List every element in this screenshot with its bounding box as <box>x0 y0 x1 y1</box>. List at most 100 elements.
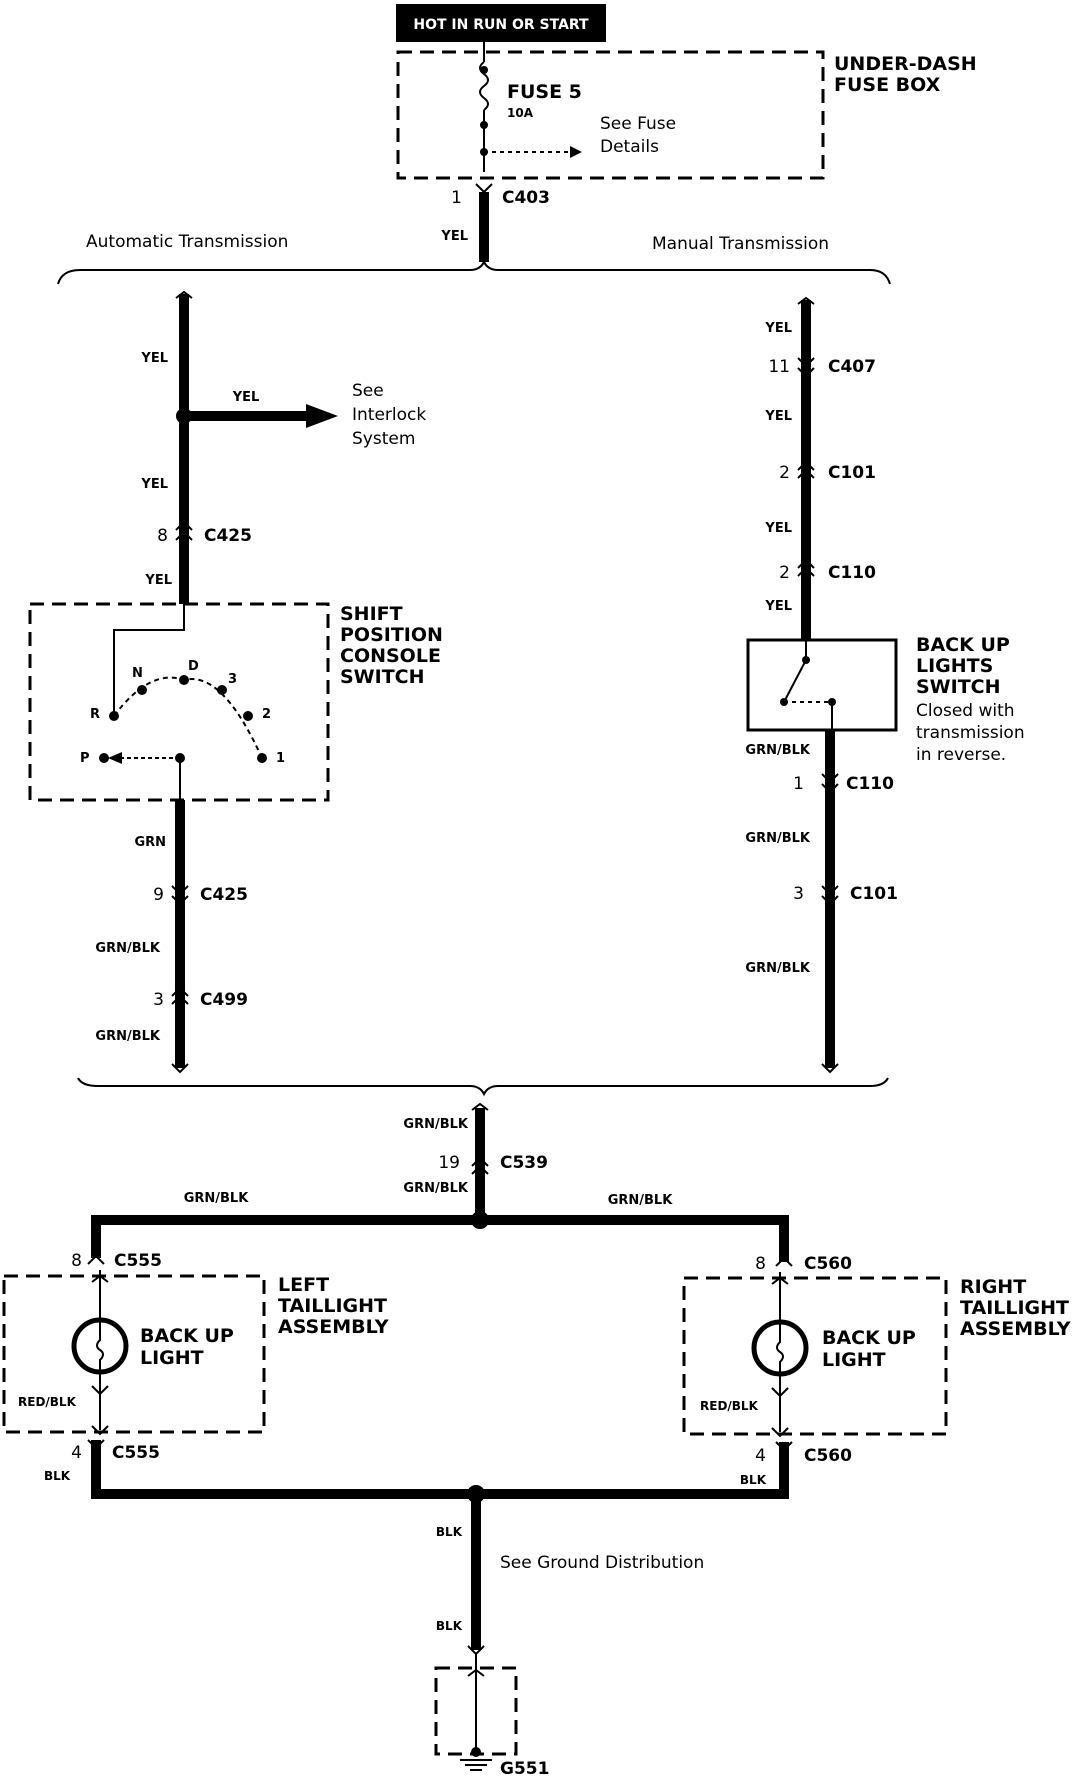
fuse-see-1: See Fuse <box>600 114 676 134</box>
connector-c403 <box>475 183 493 194</box>
right-lamp-label-1: BACK UP <box>822 1327 916 1349</box>
c407-name: C407 <box>828 357 876 377</box>
wire-manual-grnblk-label-3: GRN/BLK <box>745 961 811 976</box>
wire-auto-grnblk-label-1: GRN/BLK <box>95 941 161 956</box>
wire-interlock-label: YEL <box>232 390 260 405</box>
c425b-pin: 9 <box>153 885 164 905</box>
c555b-name: C555 <box>112 1443 160 1463</box>
power-header: HOT IN RUN OR START <box>413 17 589 33</box>
c499-name: C499 <box>200 990 248 1010</box>
right-taillight-title-2: TAILLIGHT <box>960 1297 1069 1319</box>
c555b-pin: 4 <box>71 1443 82 1463</box>
c110a-name: C110 <box>828 563 876 583</box>
left-taillight-title-2: TAILLIGHT <box>278 1295 387 1317</box>
ground-blk-label-1: BLK <box>436 1525 463 1539</box>
c560a-name: C560 <box>804 1254 852 1274</box>
pos-1: 1 <box>276 751 285 766</box>
top-branch-brace <box>57 259 891 285</box>
wire-auto-yel-label-2: YEL <box>140 477 168 492</box>
right-lamp-label-2: LIGHT <box>822 1349 886 1371</box>
fuse-see-2: Details <box>600 137 659 157</box>
backup-switch-note-1: Closed with <box>916 701 1015 721</box>
fuse-box-title-2: FUSE BOX <box>834 74 941 96</box>
ground-see-label: See Ground Distribution <box>500 1553 704 1573</box>
left-bulb-icon <box>71 1270 129 1436</box>
fuse-label: FUSE 5 <box>507 81 582 103</box>
shift-switch-title-1: SHIFT <box>340 603 403 625</box>
shift-switch-title-3: CONSOLE <box>340 645 441 667</box>
interlock-see-3: System <box>352 429 415 449</box>
power-header-box <box>396 4 606 42</box>
right-redblk-label: RED/BLK <box>700 1399 759 1413</box>
left-taillight-outline <box>2 1274 266 1434</box>
c499-pin: 3 <box>153 990 164 1010</box>
fuse-5-symbol <box>479 40 582 172</box>
c403-name: C403 <box>502 188 550 208</box>
left-blk-label: BLK <box>44 1469 71 1483</box>
c425a-name: C425 <box>204 526 252 546</box>
c425a-pin: 8 <box>157 526 168 546</box>
fuse-box-title-1: UNDER-DASH <box>834 53 977 75</box>
backup-switch-title-2: LIGHTS <box>916 655 993 677</box>
pos-d: D <box>188 659 199 674</box>
right-taillight-title-3: ASSEMBLY <box>960 1318 1071 1340</box>
wire-manual-grnblk-label-2: GRN/BLK <box>745 831 811 846</box>
ground-icon <box>460 1654 492 1771</box>
interlock-arrow <box>306 404 338 428</box>
shift-switch-title-2: POSITION <box>340 624 443 646</box>
c101a-pin: 2 <box>779 463 790 483</box>
c539-name: C539 <box>500 1153 548 1173</box>
wire-manual-yel-label-2: YEL <box>764 409 792 424</box>
c101b-pin: 3 <box>793 884 804 904</box>
c407-pin: 11 <box>768 357 790 377</box>
right-blk-label: BLK <box>740 1473 767 1487</box>
backup-switch-note-3: in reverse. <box>916 745 1006 765</box>
right-taillight-title-1: RIGHT <box>960 1276 1026 1298</box>
backup-switch-title-1: BACK UP <box>916 634 1010 656</box>
bottom-branch-brace <box>77 1077 889 1097</box>
c110b-pin: 1 <box>793 774 804 794</box>
wire-manual-yel-label-1: YEL <box>764 321 792 336</box>
c101b-name: C101 <box>850 884 898 904</box>
wire-manual-yel-label-3: YEL <box>764 521 792 536</box>
left-taillight-title-1: LEFT <box>278 1274 329 1296</box>
right-bulb-icon <box>751 1272 809 1438</box>
wire-auto-yel-label-1: YEL <box>140 351 168 366</box>
c555a-pin: 8 <box>71 1251 82 1271</box>
c560b-pin: 4 <box>755 1446 766 1466</box>
ground-id: G551 <box>500 1759 549 1778</box>
left-taillight-title-3: ASSEMBLY <box>278 1316 389 1338</box>
interlock-see-2: Interlock <box>352 405 426 425</box>
backup-switch-contact <box>780 640 836 730</box>
c560b-name: C560 <box>804 1446 852 1466</box>
ground-blk-label-2: BLK <box>436 1619 463 1633</box>
wire-auto-grnblk-label-2: GRN/BLK <box>95 1029 161 1044</box>
backup-switch-outline <box>746 638 898 732</box>
wire-manual-yel-label-4: YEL <box>764 599 792 614</box>
wire-common-grnblk-label-1: GRN/BLK <box>403 1117 469 1132</box>
wire-yel-main-label: YEL <box>440 229 468 244</box>
wire-feed-right-label: GRN/BLK <box>608 1193 674 1208</box>
c425b-name: C425 <box>200 885 248 905</box>
right-taillight-outline <box>682 1276 948 1436</box>
branch-manual: Manual Transmission <box>652 234 829 254</box>
c555a-name: C555 <box>114 1251 162 1271</box>
interlock-see-1: See <box>352 381 384 401</box>
pos-2: 2 <box>262 707 271 722</box>
c560a-pin: 8 <box>755 1254 766 1274</box>
wire-common-grnblk-label-2: GRN/BLK <box>403 1181 469 1196</box>
pos-3: 3 <box>228 672 237 687</box>
c101a-name: C101 <box>828 463 876 483</box>
shift-switch-title-4: SWITCH <box>340 666 425 688</box>
pos-p: P <box>80 751 90 766</box>
c539-pin: 19 <box>438 1153 460 1173</box>
shift-switch-contacts <box>99 604 267 800</box>
backup-switch-title-3: SWITCH <box>916 676 1001 698</box>
left-redblk-label: RED/BLK <box>18 1395 77 1409</box>
wire-feed-left-label: GRN/BLK <box>184 1191 250 1206</box>
c110b-name: C110 <box>846 774 894 794</box>
left-lamp-label-2: LIGHT <box>140 1347 204 1369</box>
c403-pin: 1 <box>451 188 462 208</box>
backup-switch-note-2: transmission <box>916 723 1025 743</box>
